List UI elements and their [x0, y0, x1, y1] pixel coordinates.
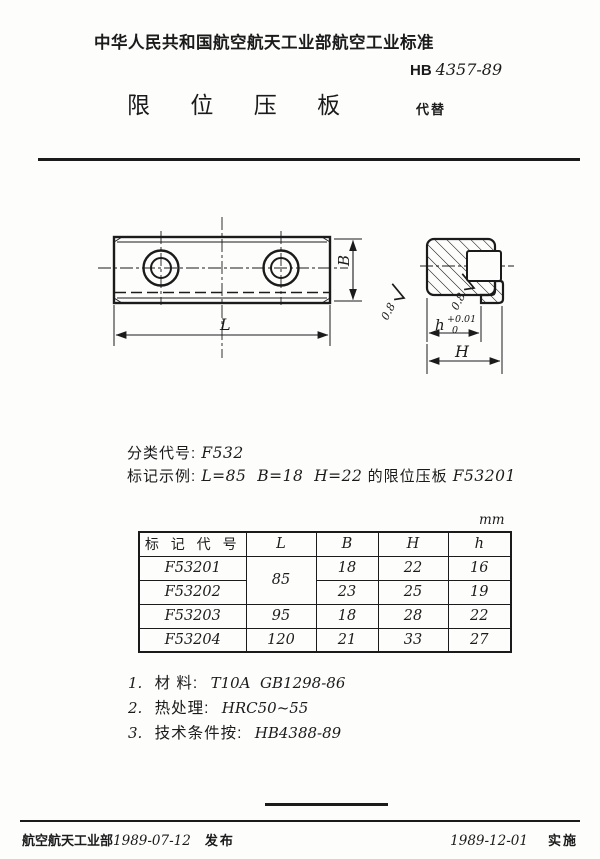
hole-left-outer — [142, 249, 180, 287]
cell-code: F53201 — [138, 555, 247, 581]
cell-B: 23 — [315, 579, 379, 605]
footer-issuer: 航空航天工业部 — [22, 833, 114, 848]
footer-impl-date: 1989-12-01 — [450, 833, 528, 849]
note-value: HRC50~55 — [221, 699, 309, 717]
cell-H: 33 — [377, 627, 449, 653]
note-heat-treatment: 2. 热处理: HRC50~55 — [128, 696, 345, 721]
note-material: 1. 材 料: T10A GB1298-86 — [128, 671, 345, 696]
note-label: 热处理: — [154, 700, 210, 717]
side-section-view — [420, 237, 514, 374]
cell-L-merged: 85 — [245, 555, 317, 605]
dimension-B — [334, 238, 362, 302]
tolerance-lower: 0 — [452, 325, 458, 336]
note-value: HB4388-89 — [254, 724, 342, 742]
cell-code: F53202 — [138, 579, 247, 605]
note-label: 技术条件按: — [154, 725, 243, 742]
classification-value: F532 — [201, 444, 244, 462]
col-header-h: h — [447, 531, 512, 557]
table-row: F53204 120 21 33 27 — [138, 627, 512, 653]
table-row: F53201 85 18 22 16 — [138, 555, 512, 605]
cell-h: 19 — [447, 579, 512, 605]
dim-label-h: h — [435, 316, 445, 334]
dimension-table: 标 记 代 号 L B H h F53201 85 18 22 16 F5320… — [138, 531, 512, 653]
col-header-H: H — [377, 531, 449, 557]
roughness-value-left: 0.8 — [378, 301, 398, 323]
cell-h: 27 — [447, 627, 512, 653]
cell-h: 16 — [447, 555, 512, 581]
standard-code-prefix: HB — [410, 62, 432, 79]
hole-right-outer — [262, 249, 300, 287]
footer-impl-label: 实施 — [547, 833, 578, 848]
note-number: 2. — [128, 699, 143, 717]
roughness-symbol-left: 0.8 — [378, 283, 406, 323]
designation-code: F53201 — [452, 467, 516, 485]
table-header-row: 标 记 代 号 L B H h — [138, 531, 512, 557]
notes-block: 1. 材 料: T10A GB1298-86 2. 热处理: HRC50~55 … — [128, 671, 345, 746]
dimension-L — [113, 305, 331, 346]
standard-org-title: 中华人民共和国航空航天工业部航空工业标准 — [94, 34, 434, 52]
dim-label-L: L — [219, 315, 231, 334]
footer-issue: 航空航天工业部1989-07-12 发布 — [22, 830, 235, 849]
tolerance-upper: +0.01 — [447, 314, 476, 325]
supersede-label: 代替 — [416, 102, 447, 117]
note-number: 1. — [128, 674, 143, 692]
cell-code: F53204 — [138, 627, 247, 653]
cell-B: 18 — [315, 603, 379, 629]
footer-issue-date: 1989-07-12 — [113, 833, 191, 849]
dim-label-B: B — [335, 255, 353, 267]
dim-label-H: H — [454, 342, 470, 361]
note-number: 3. — [128, 724, 143, 742]
designation-middle: 的限位压板 — [367, 468, 448, 485]
table-row: F53202 23 25 19 — [138, 579, 512, 605]
header-divider — [38, 158, 580, 161]
footer-short-divider — [265, 803, 388, 806]
note-label: 材 料: — [154, 675, 199, 692]
col-header-L: L — [245, 531, 317, 557]
cell-L: 120 — [245, 627, 317, 653]
dimension-H — [426, 306, 503, 374]
cell-B: 21 — [315, 627, 379, 653]
cell-L: 95 — [245, 603, 317, 629]
note-value: T10A GB1298-86 — [210, 674, 346, 692]
cell-H: 22 — [377, 555, 449, 581]
cell-H: 25 — [377, 579, 449, 605]
standard-code-number: 4357-89 — [435, 60, 503, 79]
table-row: F53203 95 18 28 22 — [138, 603, 512, 629]
cell-code: F53203 — [138, 603, 247, 629]
technical-drawing: B L 0.8 0. — [98, 217, 514, 374]
dimension-h — [426, 298, 482, 342]
designation-formula: L=85 B=18 H=22 — [201, 467, 363, 485]
col-header-B: B — [315, 531, 379, 557]
table-unit-label: mm — [479, 512, 505, 528]
classification-label: 分类代号: — [127, 445, 197, 462]
cell-h: 22 — [447, 603, 512, 629]
hole-right-inner — [270, 257, 292, 279]
page-title: 限 位 压 板 — [127, 92, 358, 118]
designation-line: 标记示例: L=85 B=18 H=22 的限位压板 F53201 — [127, 465, 516, 486]
cell-B: 18 — [315, 555, 379, 581]
hole-left-inner — [150, 257, 172, 279]
classification-line: 分类代号: F532 — [127, 442, 244, 463]
footer-implementation: 1989-12-01 实施 — [450, 830, 578, 849]
plate-outline — [112, 235, 332, 305]
col-header-code: 标 记 代 号 — [138, 531, 247, 557]
footer-issue-label: 发布 — [204, 833, 235, 848]
note-tech-conditions: 3. 技术条件按: HB4388-89 — [128, 721, 345, 746]
section-step-lip — [479, 279, 505, 305]
front-view — [98, 217, 362, 358]
footer-divider — [20, 820, 580, 823]
cell-H: 28 — [377, 603, 449, 629]
designation-label: 标记示例: — [127, 468, 197, 485]
section-bore-notch — [466, 250, 502, 282]
